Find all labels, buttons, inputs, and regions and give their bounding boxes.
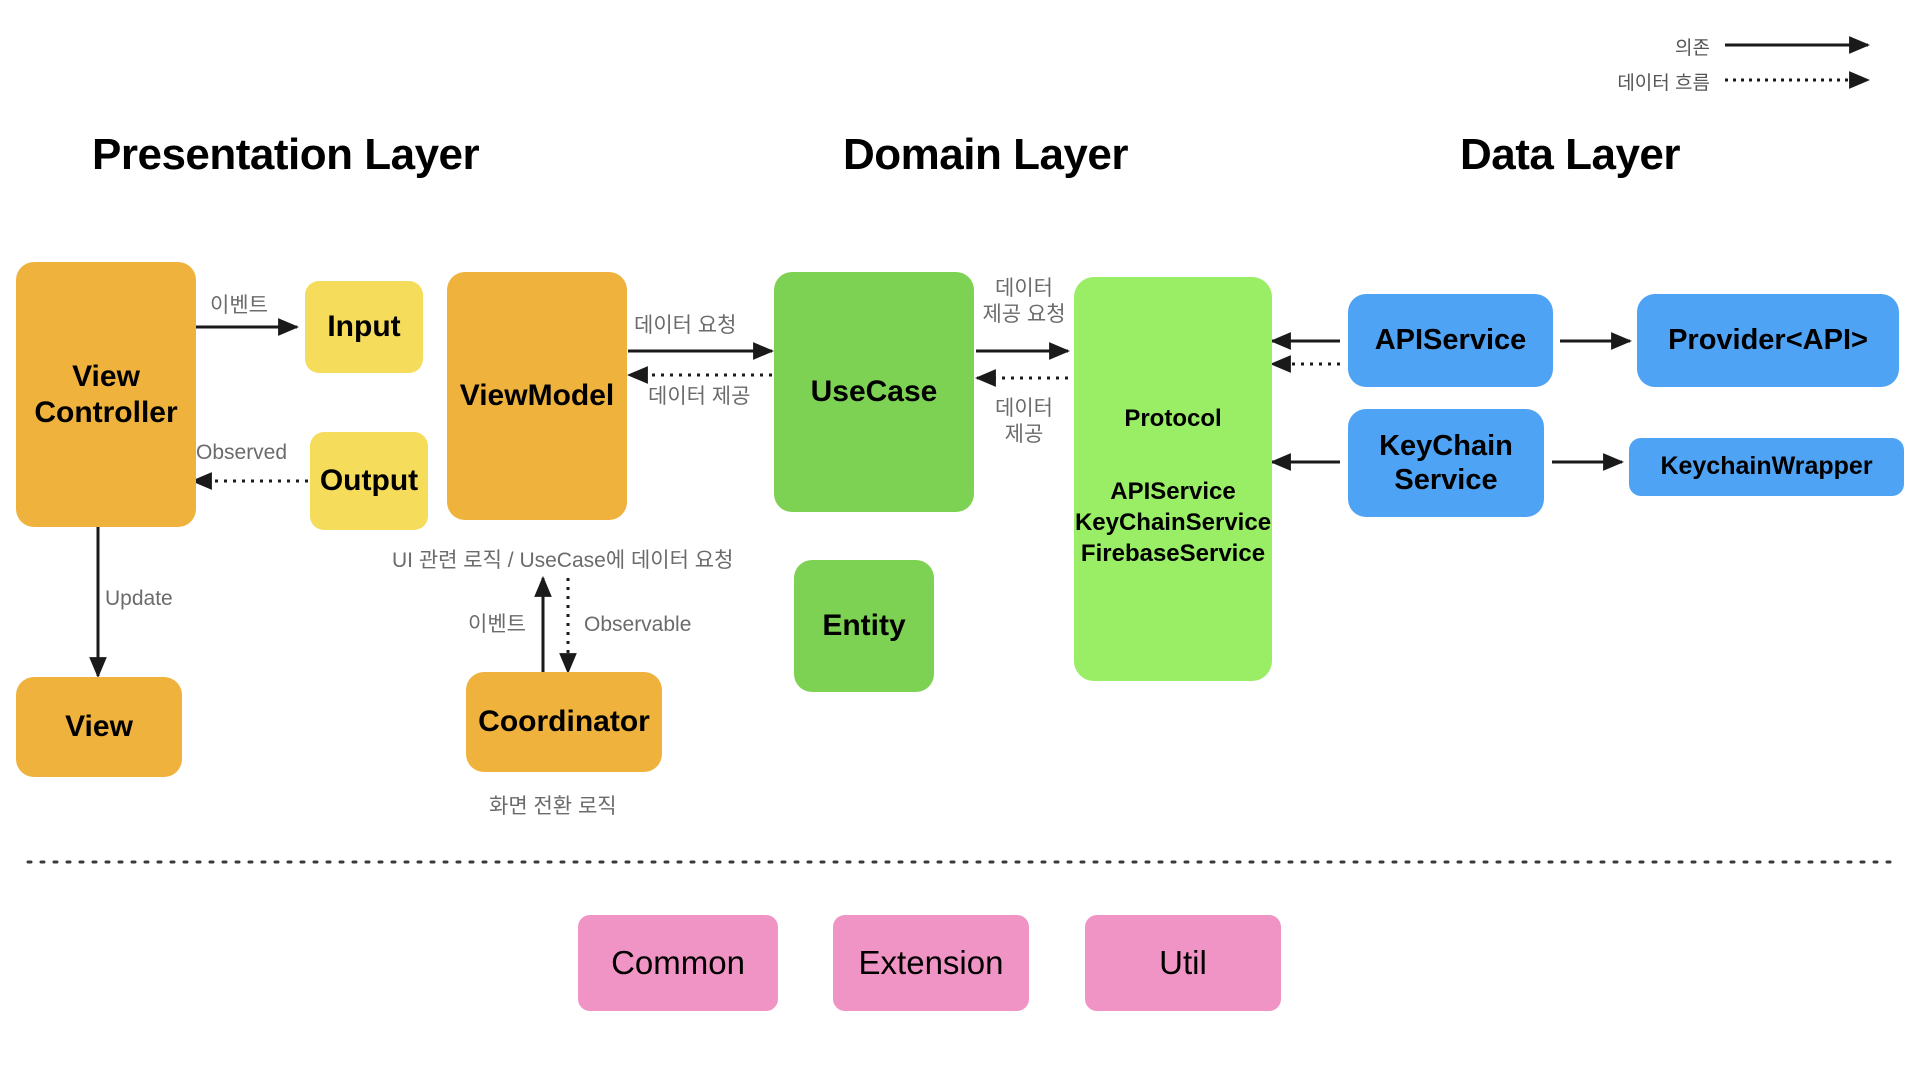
- legend-label-dataflow: 데이터 흐름: [1617, 73, 1710, 94]
- edge-label-observed: Observed: [196, 441, 288, 464]
- node-provider-api[interactable]: Provider<API>: [1637, 294, 1899, 387]
- caption-coordinator: 화면 전환 로직: [489, 795, 617, 818]
- node-input[interactable]: Input: [305, 281, 423, 373]
- edge-label-update: Update: [105, 587, 173, 610]
- edge-label-data-provide-domain: 데이터 제공: [995, 397, 1053, 447]
- node-view-controller[interactable]: View Controller: [16, 262, 196, 527]
- edge-label-data-provide: 데이터 제공: [648, 385, 751, 408]
- edge-label-event-coordinator: 이벤트: [468, 613, 526, 636]
- protocol-service-list: APIService KeyChainService FirebaseServi…: [1074, 478, 1272, 567]
- edge-label-observable: Observable: [584, 613, 692, 636]
- layer-title-domain: Domain Layer: [843, 130, 1128, 179]
- caption-view-model: UI 관련 로직 / UseCase에 데이터 요청: [392, 549, 734, 572]
- edge-label-event-vc-input: 이벤트: [210, 294, 268, 317]
- node-keychain-service[interactable]: KeyChain Service: [1348, 409, 1544, 517]
- legend-label-dependency: 의존: [1675, 38, 1710, 59]
- layer-title-presentation: Presentation Layer: [92, 130, 480, 179]
- node-common[interactable]: Common: [578, 915, 778, 1011]
- node-api-service[interactable]: APIService: [1348, 294, 1553, 387]
- node-view-model[interactable]: ViewModel: [447, 272, 627, 520]
- node-use-case[interactable]: UseCase: [774, 272, 974, 512]
- node-output[interactable]: Output: [310, 432, 428, 530]
- node-coordinator[interactable]: Coordinator: [466, 672, 662, 772]
- node-view[interactable]: View: [16, 677, 182, 777]
- edge-label-data-request: 데이터 요청: [634, 314, 737, 337]
- node-keychain-wrapper[interactable]: KeychainWrapper: [1629, 438, 1904, 496]
- layer-title-data: Data Layer: [1460, 130, 1681, 179]
- protocol-title: Protocol: [1124, 405, 1222, 432]
- node-protocol[interactable]: Protocol APIService KeyChainService Fire…: [1074, 277, 1272, 681]
- node-util[interactable]: Util: [1085, 915, 1281, 1011]
- edge-label-data-provide-request: 데이터 제공 요청: [982, 277, 1066, 327]
- node-extension[interactable]: Extension: [833, 915, 1029, 1011]
- node-entity[interactable]: Entity: [794, 560, 934, 692]
